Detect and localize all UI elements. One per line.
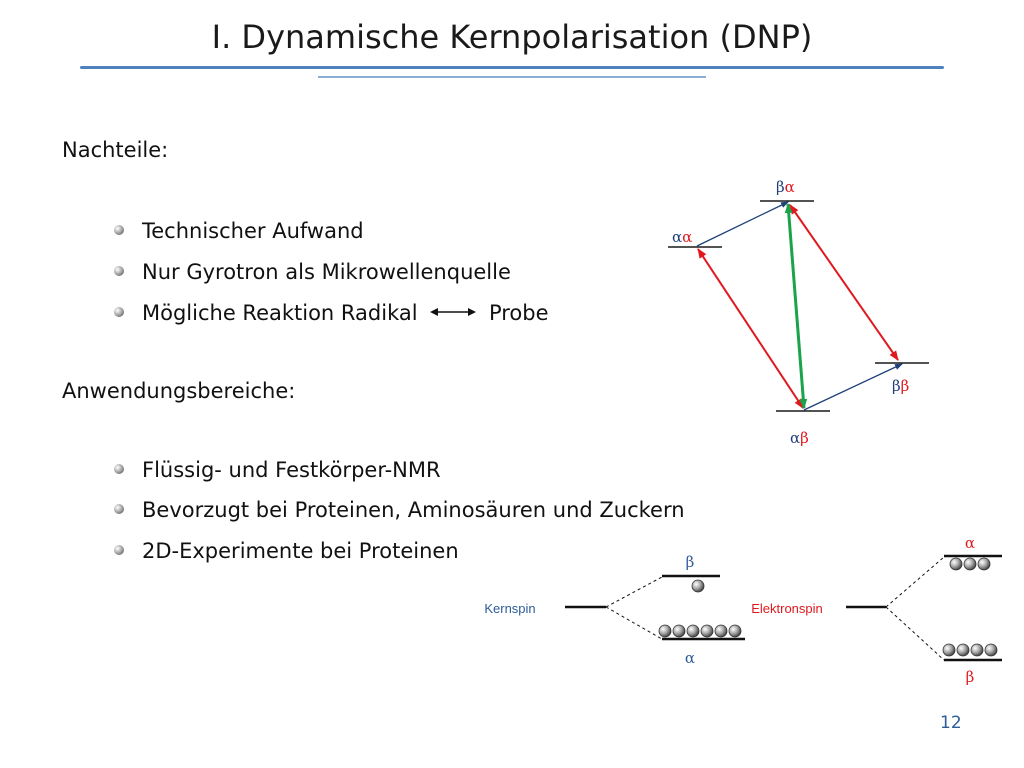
disadvantages-heading: Nachteile: [62,138,169,162]
bullet-text: Technischer Aufwand [142,219,364,243]
transition-ba-bb [789,204,899,361]
kern-upper-symbol: β [686,553,695,571]
bullet-item: Flüssig- und Festkörper-NMR [114,458,441,482]
state-label-bb: ββ [892,377,909,395]
kern-lower-symbol: α [685,649,695,667]
bullet-text: Bevorzugt bei Proteinen, Aminosäuren und… [142,498,685,522]
bullet-icon [114,504,124,514]
elek-upper-symbol: α [965,534,975,552]
spin-population-ball [700,624,714,638]
bullet-item: Nur Gyrotron als Mikrowellenquelle [114,260,511,284]
elek-lower-symbol: β [966,668,975,686]
double-arrow-icon [430,308,477,316]
transition-ba-ab [784,203,808,409]
elek-upper-population [949,557,991,571]
spin-population-ball [728,624,742,638]
kern-split-line-lower [605,606,663,640]
elek-lower-population [942,643,998,657]
bullet-icon [114,266,124,276]
bullet-text: 2D-Experimente bei Proteinen [142,539,459,563]
page-number: 12 [940,713,962,733]
elektronspin-label: Elektronspin [751,601,823,616]
spin-population-ball [714,624,728,638]
bullet-text: Probe [488,301,549,325]
state-label-ab: αβ [790,429,809,447]
spin-population-ball [686,624,700,638]
kern-upper-population [691,579,705,593]
transition-aa-ba [696,201,789,247]
spin-population-ball [956,643,970,657]
spin-population-ball [949,557,963,571]
spin-population-ball [658,624,672,638]
elek-split-line-upper [885,556,945,608]
transition-ab-bb [803,363,903,411]
state-label-aa: αα [672,228,692,246]
applications-heading: Anwendungsbereiche: [62,379,296,403]
bullet-item: Mögliche Reaktion Radikal Probe [114,301,549,325]
slide-title: I. Dynamische Kernpolarisation (DNP) [211,18,813,56]
bullet-text: Mögliche Reaktion Radikal [142,301,418,325]
bullet-icon [114,464,124,474]
bullet-icon [114,225,124,235]
kernspin-label: Kernspin [484,601,535,616]
spin-population-ball [672,624,686,638]
spin-population-ball [970,643,984,657]
bullet-item: 2D-Experimente bei Proteinen [114,539,459,563]
bullet-icon [114,307,124,317]
state-label-ba: βα [776,178,795,196]
bullet-text: Flüssig- und Festkörper-NMR [142,458,441,482]
bullet-item: Bevorzugt bei Proteinen, Aminosäuren und… [114,498,685,522]
spin-population-ball [963,557,977,571]
bullet-text: Nur Gyrotron als Mikrowellenquelle [142,260,511,284]
bullet-icon [114,545,124,555]
title-underline-secondary [318,76,706,78]
kern-split-line-upper [605,576,663,608]
spin-population-ball [984,643,998,657]
title-underline [80,66,944,69]
spin-population-ball [691,579,705,593]
spin-population-ball [942,643,956,657]
elek-split-line-lower [885,606,945,661]
spin-population-ball [977,557,991,571]
kern-lower-population [658,624,742,638]
bullet-item: Technischer Aufwand [114,219,364,243]
